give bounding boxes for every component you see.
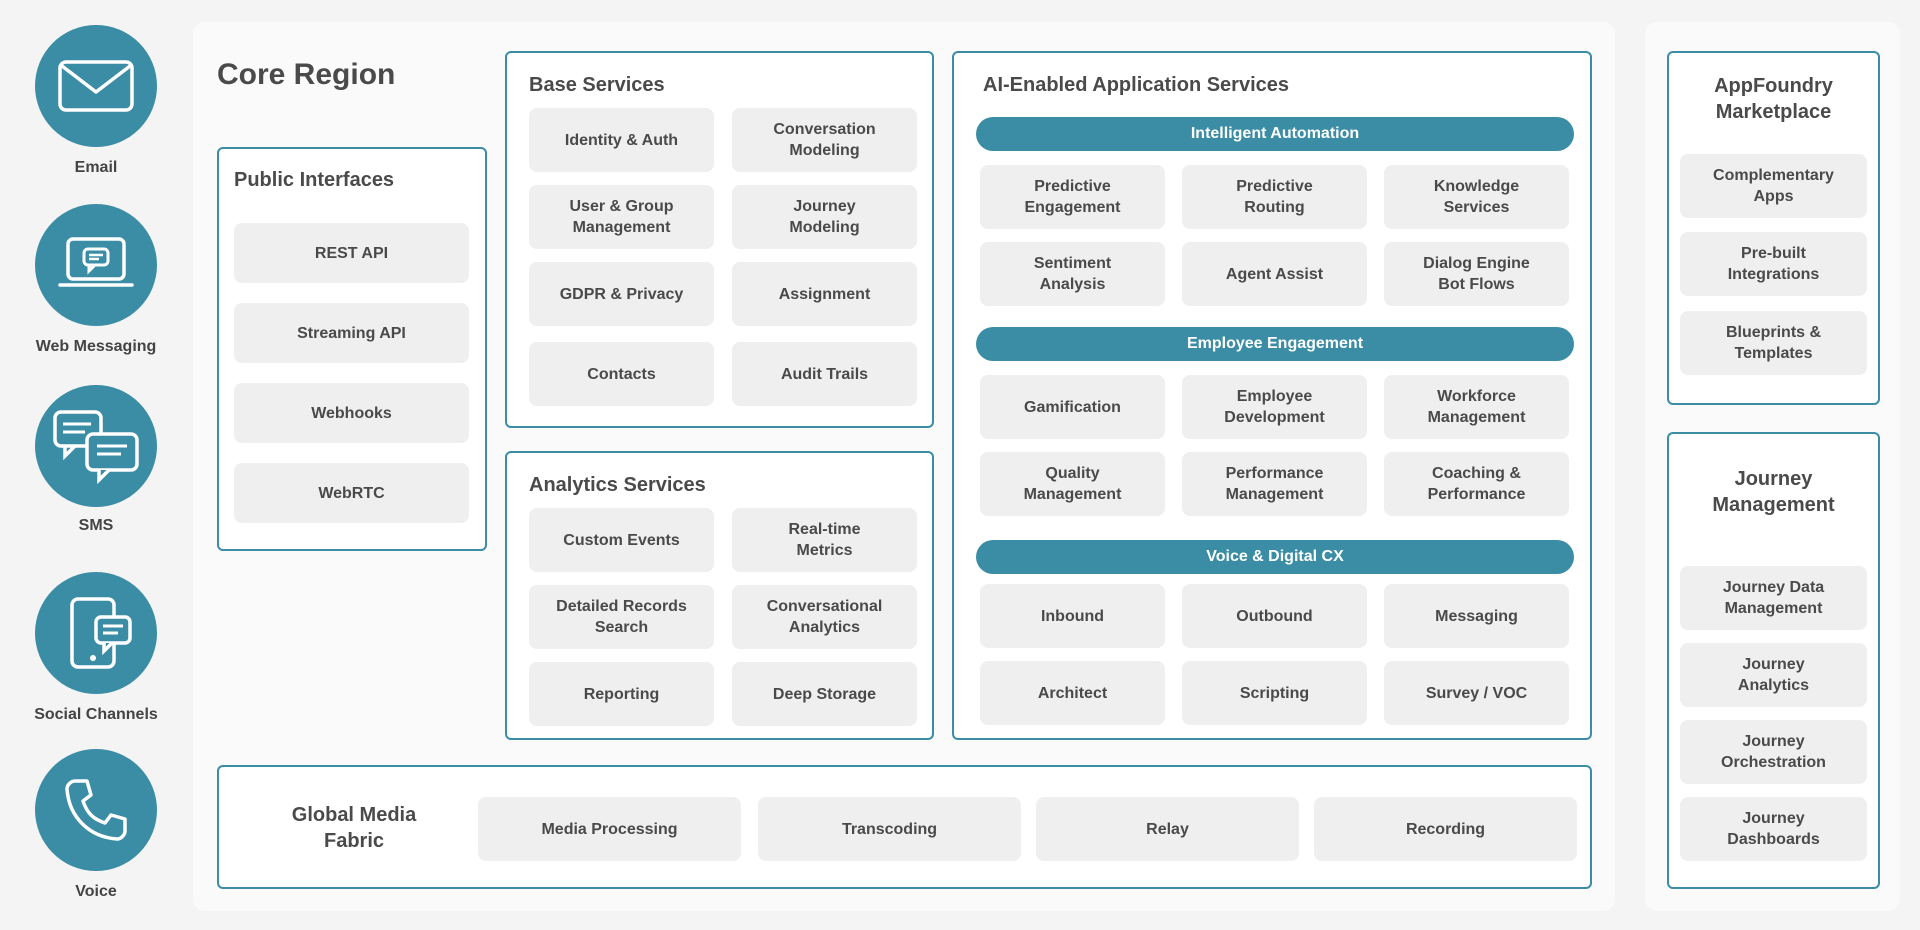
journey-management-title: Journey Management (1712, 468, 1835, 516)
tile-dialog-engine: Dialog Engine Bot Flows (1384, 242, 1569, 306)
tile-survey-voc: Survey / VOC (1384, 661, 1569, 725)
ai-services-box: AI-Enabled Application Services Intellig… (952, 51, 1592, 740)
tile-scripting: Scripting (1182, 661, 1367, 725)
envelope-icon (35, 25, 157, 147)
tile-webhooks: Webhooks (234, 383, 469, 443)
group-bar-intelligent-automation: Intelligent Automation (976, 117, 1574, 151)
channel-label: Social Channels (34, 706, 158, 723)
group-bar-voice-digital-cx: Voice & Digital CX (976, 540, 1574, 574)
core-region-title: Core Region (217, 58, 396, 91)
tile-outbound: Outbound (1182, 584, 1367, 648)
tile-gamification: Gamification (980, 375, 1165, 439)
channel-voice: Voice (35, 749, 157, 900)
tile-audit-trails: Audit Trails (732, 342, 917, 406)
public-interfaces-box: Public Interfaces REST API Streaming API… (217, 147, 487, 551)
tile-workforce-management: Workforce Management (1384, 375, 1569, 439)
tile-relay: Relay (1036, 797, 1299, 861)
phone-icon (35, 749, 157, 871)
base-services-box: Base Services Identity & Auth Conversati… (505, 51, 934, 428)
tile-identity-auth: Identity & Auth (529, 108, 714, 172)
tile-blueprints-templates: Blueprints & Templates (1680, 311, 1867, 375)
tile-journey-modeling: Journey Modeling (732, 185, 917, 249)
tile-employee-development: Employee Development (1182, 375, 1367, 439)
channel-label: Web Messaging (35, 338, 157, 355)
channel-label: Email (74, 159, 118, 176)
appfoundry-title: AppFoundry Marketplace (1714, 75, 1833, 123)
global-media-fabric-title: Global Media Fabric (291, 804, 417, 852)
tile-agent-assist: Agent Assist (1182, 242, 1367, 306)
analytics-services-title: Analytics Services (529, 474, 706, 496)
laptop-chat-icon (35, 204, 157, 326)
tile-journey-data-management: Journey Data Management (1680, 566, 1867, 630)
channel-label: Voice (75, 883, 117, 900)
appfoundry-box: AppFoundry Marketplace Complementary App… (1667, 51, 1880, 405)
tile-conversational-analytics: Conversational Analytics (732, 585, 917, 649)
tile-realtime-metrics: Real-time Metrics (732, 508, 917, 572)
channel-social: Social Channels (34, 572, 158, 723)
tile-custom-events: Custom Events (529, 508, 714, 572)
tile-messaging: Messaging (1384, 584, 1569, 648)
tile-architect: Architect (980, 661, 1165, 725)
tile-predictive-engagement: Predictive Engagement (980, 165, 1165, 229)
tablet-chat-icon (35, 572, 157, 694)
tile-webrtc: WebRTC (234, 463, 469, 523)
journey-management-box: Journey Management Journey Data Manageme… (1667, 432, 1880, 889)
tile-inbound: Inbound (980, 584, 1165, 648)
tile-coaching-performance: Coaching & Performance (1384, 452, 1569, 516)
tile-transcoding: Transcoding (758, 797, 1021, 861)
tile-predictive-routing: Predictive Routing (1182, 165, 1367, 229)
channel-sms: SMS (35, 385, 157, 534)
tile-assignment: Assignment (732, 262, 917, 326)
tile-knowledge-services: Knowledge Services (1384, 165, 1569, 229)
tile-performance-management: Performance Management (1182, 452, 1367, 516)
global-media-fabric-box: Global Media Fabric Media Processing Tra… (217, 765, 1592, 889)
tile-complementary-apps: Complementary Apps (1680, 154, 1867, 218)
analytics-services-box: Analytics Services Custom Events Real-ti… (505, 451, 934, 740)
tile-recording: Recording (1314, 797, 1577, 861)
base-services-title: Base Services (529, 74, 665, 96)
tile-prebuilt-integrations: Pre-built Integrations (1680, 232, 1867, 296)
tile-journey-dashboards: Journey Dashboards (1680, 797, 1867, 861)
channel-email: Email (35, 25, 157, 176)
tile-streaming-api: Streaming API (234, 303, 469, 363)
ai-services-title: AI-Enabled Application Services (983, 74, 1290, 96)
tile-reporting: Reporting (529, 662, 714, 726)
tile-deep-storage: Deep Storage (732, 662, 917, 726)
channel-web-messaging: Web Messaging (35, 204, 157, 355)
tile-journey-orchestration: Journey Orchestration (1680, 720, 1867, 784)
channel-label: SMS (78, 517, 114, 534)
tile-gdpr-privacy: GDPR & Privacy (529, 262, 714, 326)
public-interfaces-title: Public Interfaces (234, 169, 395, 191)
chat-bubbles-icon (35, 385, 157, 507)
tile-contacts: Contacts (529, 342, 714, 406)
tile-conversation-modeling: Conversation Modeling (732, 108, 917, 172)
tile-rest-api: REST API (234, 223, 469, 283)
tile-detailed-records-search: Detailed Records Search (529, 585, 714, 649)
tile-user-group-management: User & Group Management (529, 185, 714, 249)
tile-journey-analytics: Journey Analytics (1680, 643, 1867, 707)
group-bar-employee-engagement: Employee Engagement (976, 327, 1574, 361)
tile-quality-management: Quality Management (980, 452, 1165, 516)
tile-sentiment-analysis: Sentiment Analysis (980, 242, 1165, 306)
tile-media-processing: Media Processing (478, 797, 741, 861)
